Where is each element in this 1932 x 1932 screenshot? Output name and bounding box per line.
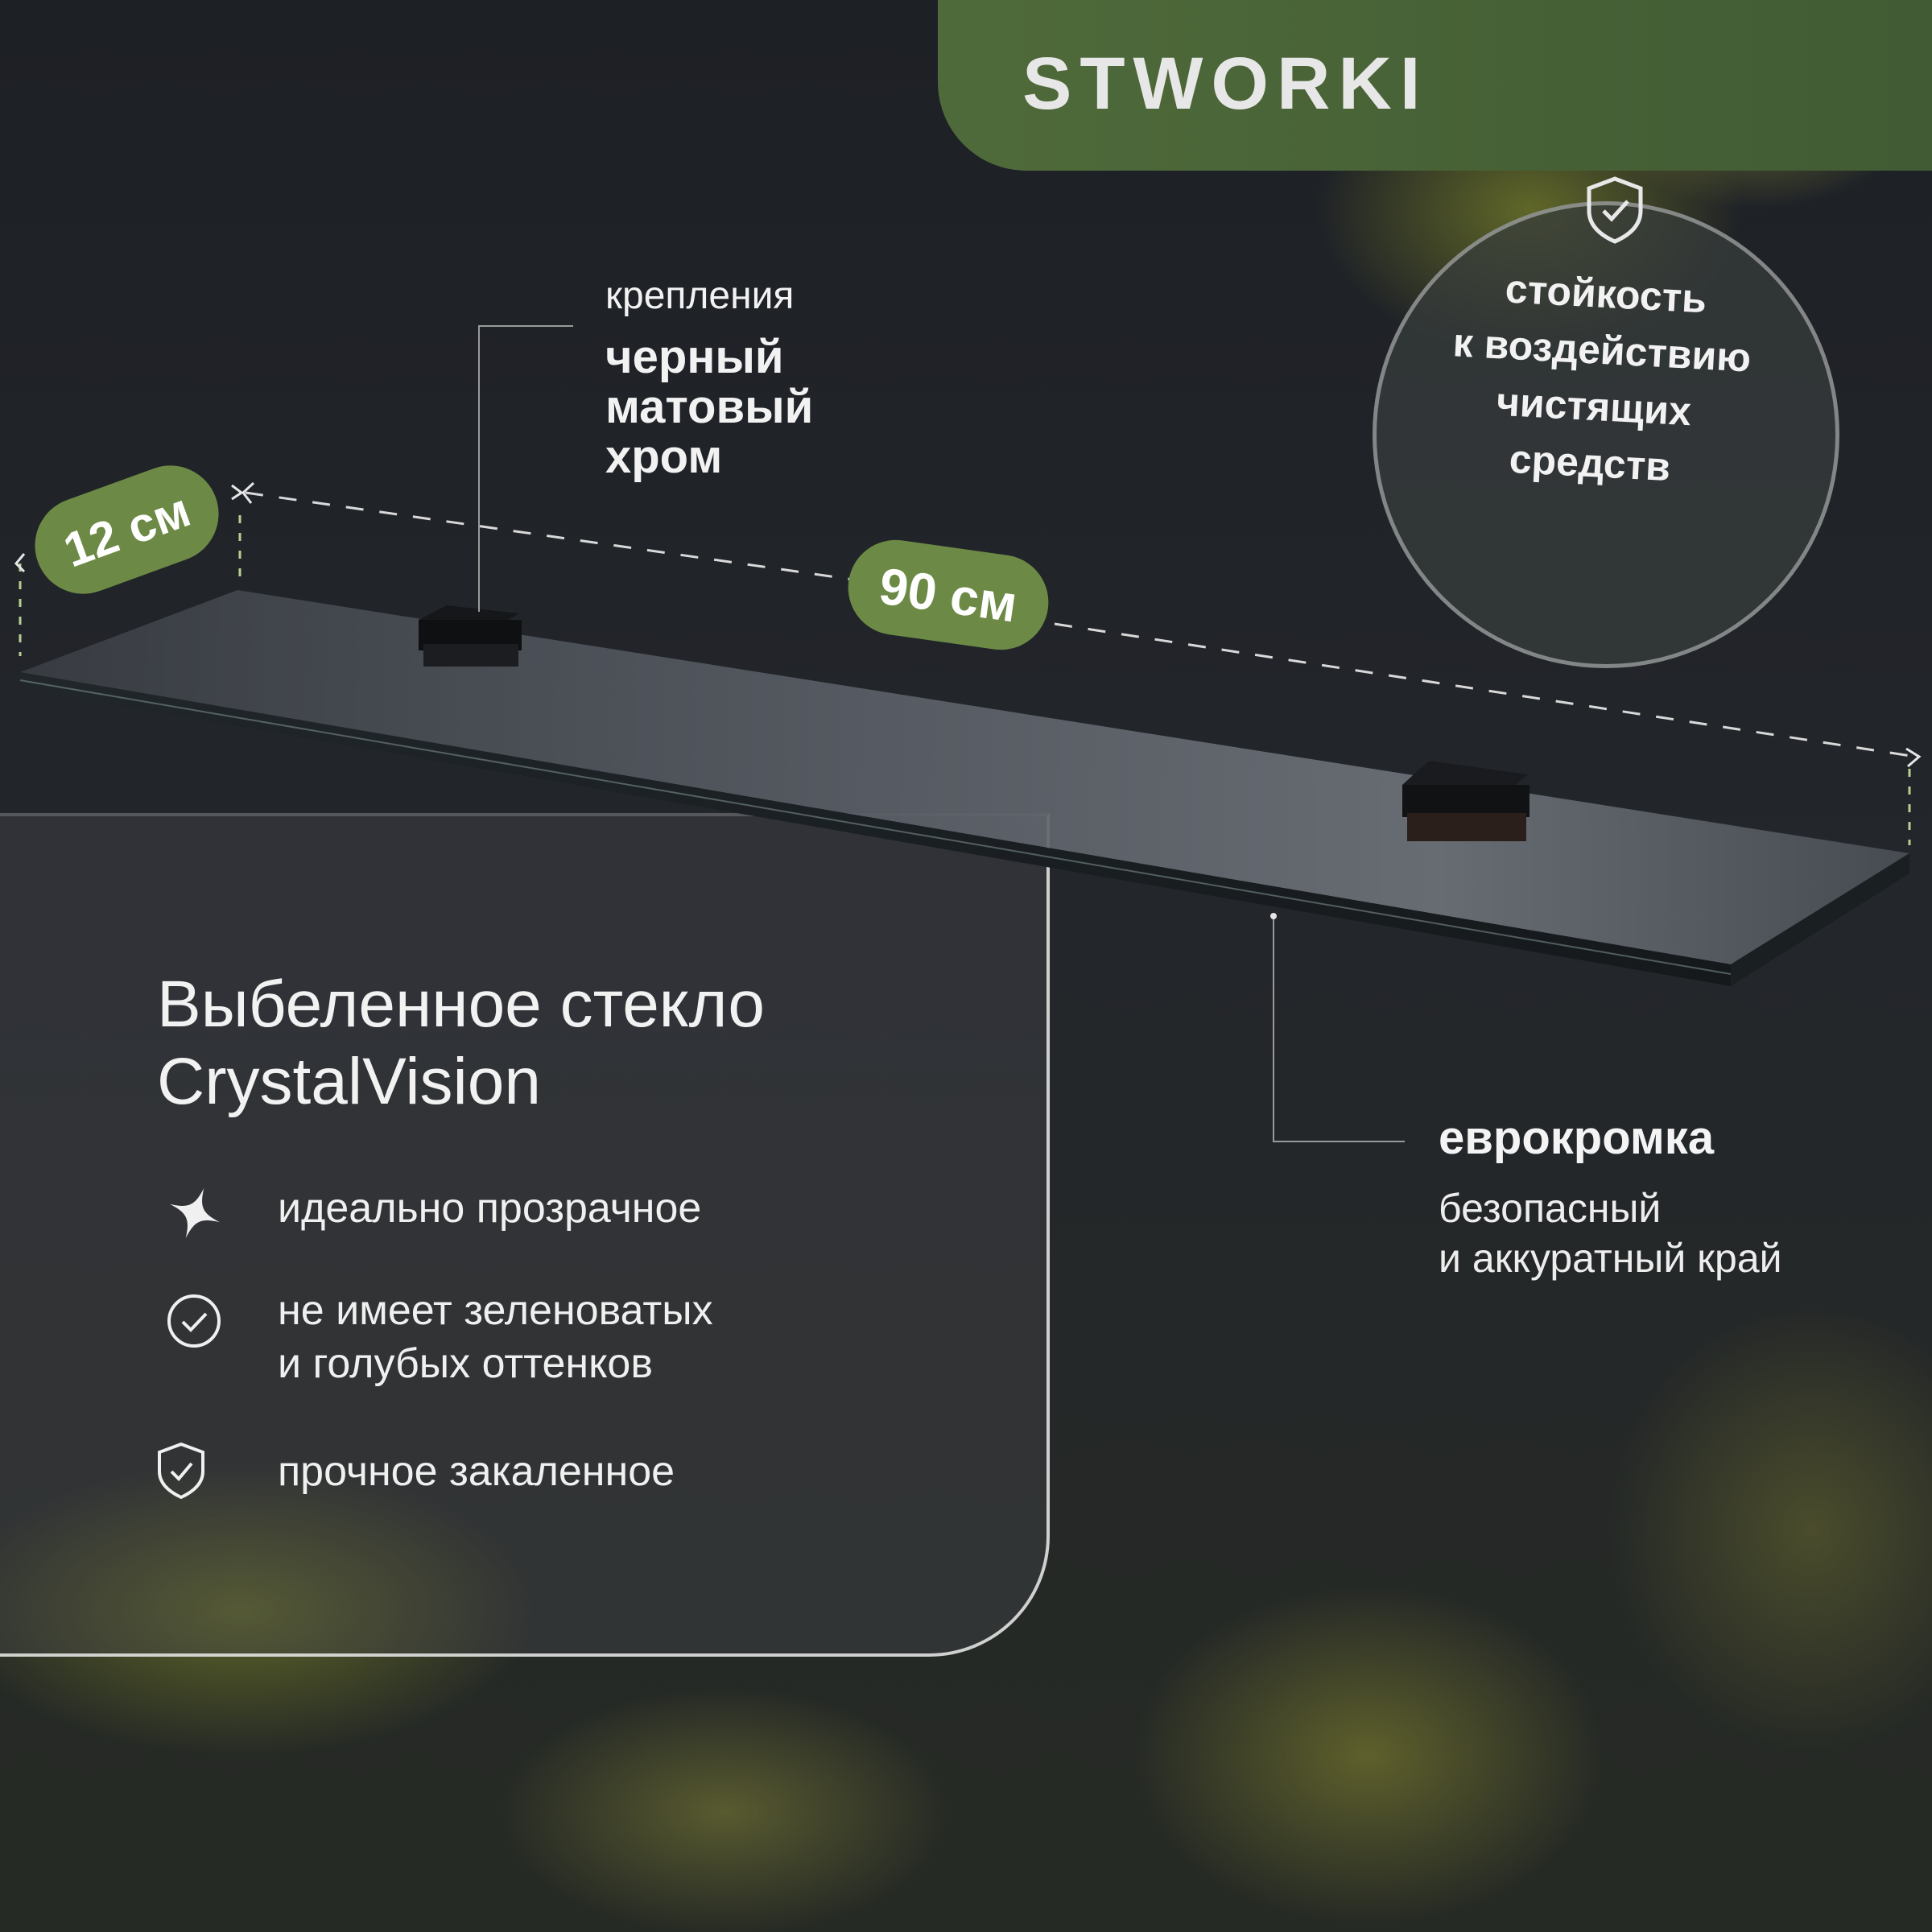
feature-2-line-1: не имеет зеленоватых	[278, 1287, 713, 1334]
mount-line-3: хром	[605, 431, 723, 483]
mount-line-1: черный	[605, 331, 784, 383]
feature-3: прочное закаленное	[278, 1445, 675, 1498]
width-dimension	[241, 481, 1922, 845]
sparkle-icon	[169, 1187, 221, 1239]
feature-1-text: идеально прозрачное	[278, 1185, 702, 1232]
info-panel	[0, 813, 1050, 1657]
brand-logo: STWORKI	[1022, 43, 1429, 125]
edge-line-1: безопасный	[1439, 1186, 1662, 1231]
resistance-text: стойкость к воздействию чистящих средств	[1401, 266, 1803, 491]
product-title-line-2: CrystalVision	[157, 1045, 541, 1118]
edge-leader-line	[1273, 916, 1405, 1142]
edge-subtitle: безопасный и аккуратный край	[1439, 1183, 1782, 1283]
logo-tab	[938, 0, 1932, 171]
shield-check-icon	[1587, 176, 1643, 244]
feature-3-text: прочное закаленное	[278, 1448, 675, 1495]
product-title-line-1: Выбеленное стекло	[157, 968, 765, 1041]
mount-caption: крепления	[605, 275, 795, 317]
glass-shelf-top	[20, 590, 1909, 964]
mount-left	[419, 605, 522, 667]
mount-line-2: матовый	[605, 381, 814, 433]
feature-2: не имеет зеленоватых и голубых оттенков	[278, 1284, 713, 1390]
mount-leader-line	[478, 325, 573, 612]
check-circle-icon	[167, 1294, 221, 1348]
edge-title: еврокромка	[1439, 1112, 1715, 1164]
product-title: Выбеленное стекло CrystalVision	[157, 966, 765, 1121]
shield-check-icon	[158, 1442, 204, 1500]
edge-line-2: и аккуратный край	[1439, 1236, 1782, 1281]
glass-shelf-edge	[20, 672, 1731, 986]
mount-right	[1402, 761, 1530, 841]
depth-dimension	[14, 484, 244, 656]
feature-1: идеально прозрачное	[278, 1182, 701, 1235]
width-label-text: 90 см	[875, 556, 1022, 634]
resistance-badge	[1373, 201, 1839, 668]
feature-2-line-2: и голубых оттенков	[278, 1340, 653, 1387]
glass-shelf-side	[1731, 853, 1909, 986]
